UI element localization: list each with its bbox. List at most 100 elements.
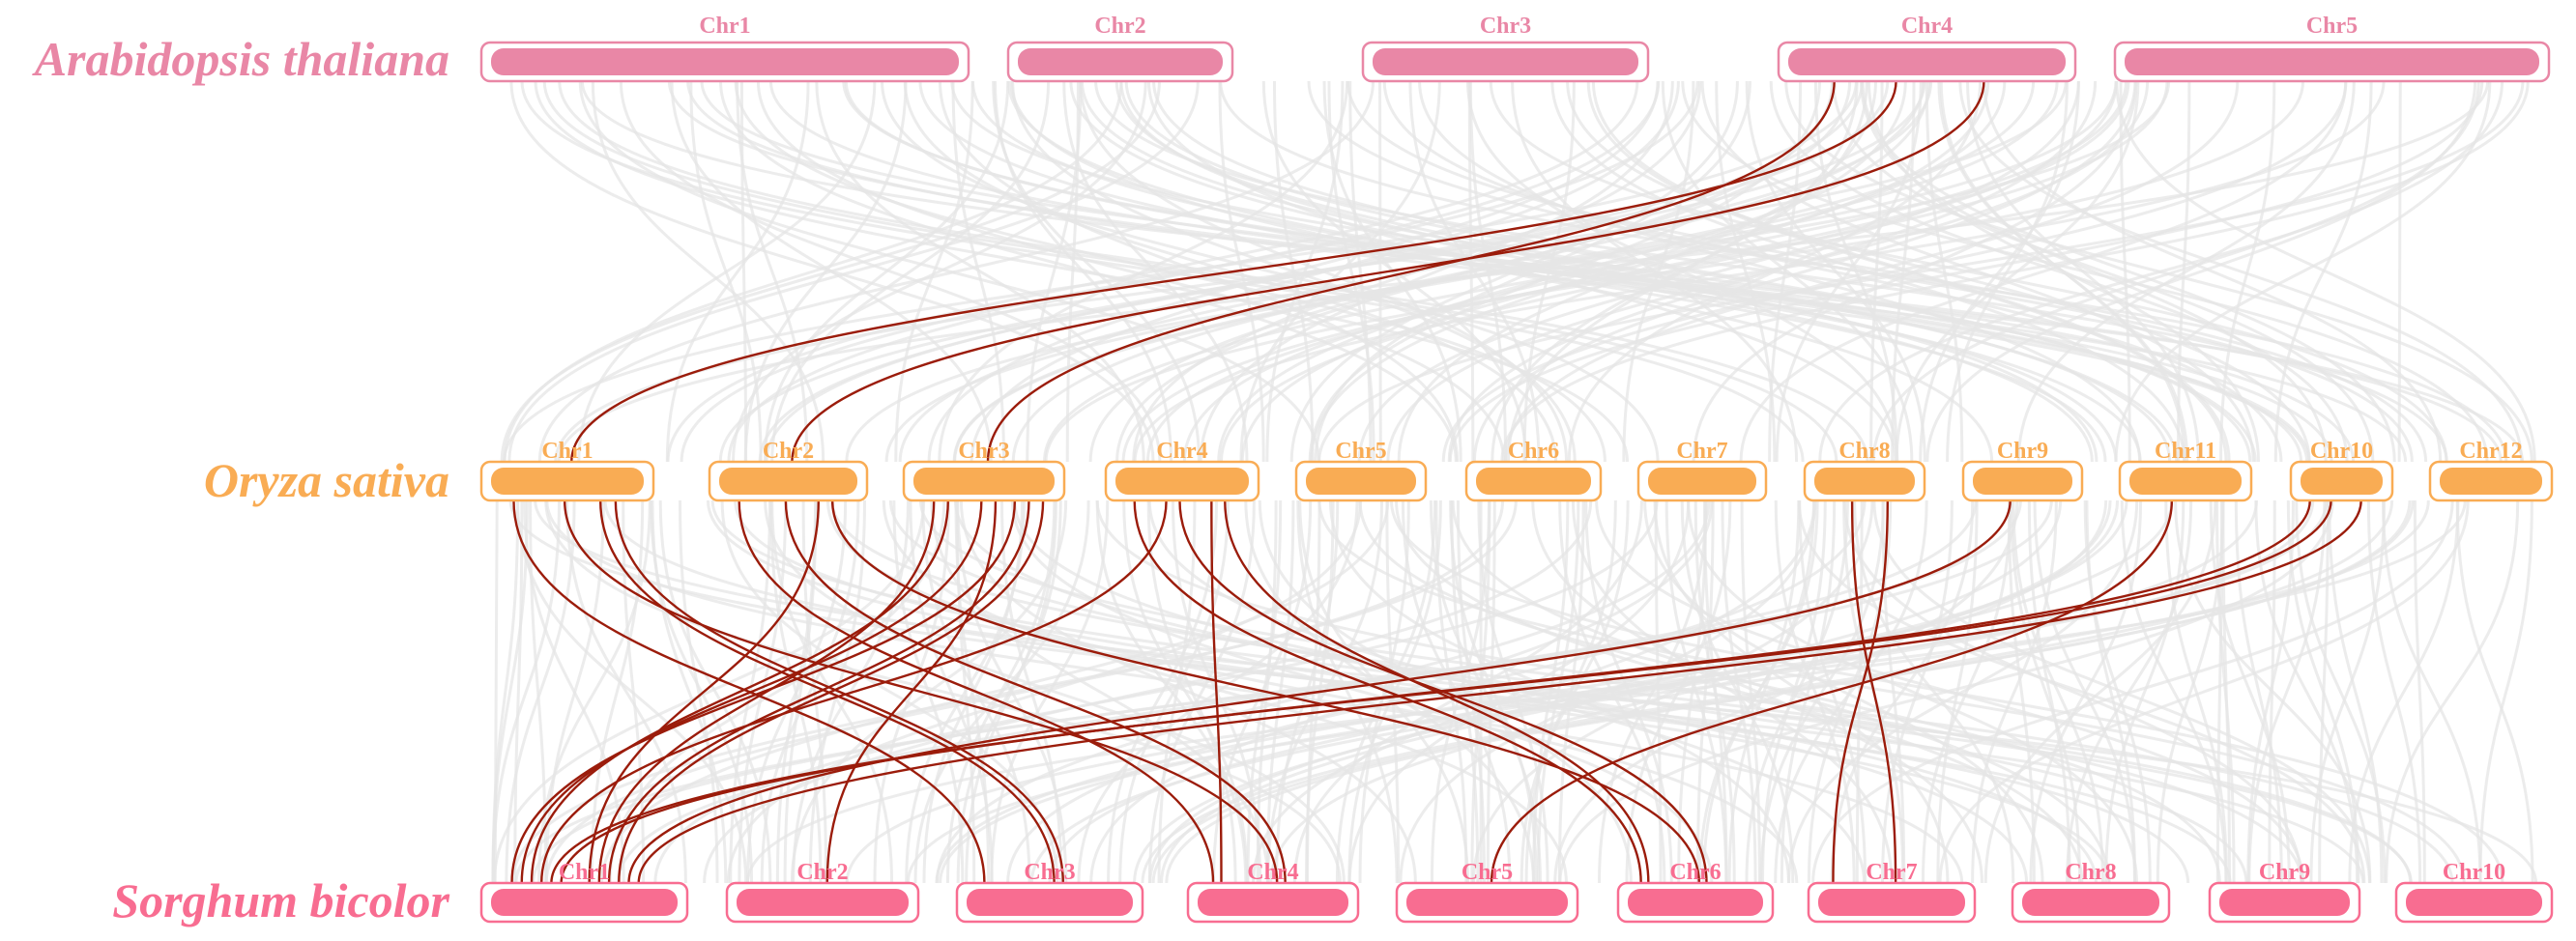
background-link [665,80,810,463]
highlighted-link [825,499,998,884]
background-link [815,80,1145,463]
background-link [1787,499,2139,884]
background-link [1740,499,1761,884]
chromosome-label-sorghum-chr5: Chr5 [1462,860,1513,885]
chromosome-bar-sorghum-chr5 [1406,889,1568,916]
chromosome-bar-oryza-chr12 [2440,468,2542,495]
highlighted-link [520,499,983,884]
highlighted-link [1133,499,1642,884]
background-link [2215,499,2236,884]
background-link [544,499,1342,884]
background-link [1157,499,1197,884]
background-link [1133,80,2386,463]
chromosome-label-arabidopsis-chr3: Chr3 [1480,14,1531,39]
background-link [790,499,1068,884]
background-link [953,80,2059,463]
chromosome-bar-oryza-chr9 [1973,468,2072,495]
chromosome-label-arabidopsis-chr4: Chr4 [1901,14,1953,39]
chromosome-label-oryza-chr5: Chr5 [1335,439,1386,464]
background-link [1441,80,2348,463]
chromosome-label-oryza-chr12: Chr12 [2459,439,2522,464]
background-link [1395,499,2084,884]
background-link [1701,499,1815,884]
chromosome-label-sorghum-chr7: Chr7 [1866,860,1917,885]
background-link [1265,80,1345,463]
background-link [2007,499,2036,884]
background-link [1861,80,2396,463]
background-link [745,499,848,884]
background-link [1654,499,1663,884]
background-link [2177,80,2191,463]
background-link [492,499,926,884]
background-link [1118,499,1230,884]
background-link [700,80,2503,463]
highlighted-link [618,499,1045,884]
background-link [577,80,877,463]
background-link [558,80,1869,463]
background-link [1080,80,2179,463]
background-link [603,499,2232,884]
background-link [1775,80,1923,463]
background-link [2295,499,2387,884]
background-link [1832,80,2375,463]
chromosome-label-oryza-chr6: Chr6 [1508,439,1559,464]
highlighted-link [588,499,820,884]
background-link [727,80,1661,463]
background-link [591,80,825,463]
chromosome-bar-oryza-chr7 [1648,468,1756,495]
highlighted-link [791,80,1985,463]
chromosome-label-sorghum-chr2: Chr2 [796,860,848,885]
background-link [1219,80,2119,463]
background-link [1511,80,1799,463]
background-link [764,499,1346,884]
background-link [507,80,1200,463]
chromosome-label-oryza-chr1: Chr1 [541,439,593,464]
chromosome-label-sorghum-chr9: Chr9 [2259,860,2310,885]
background-link [756,80,1506,463]
background-link [545,499,1964,884]
background-link [1925,80,1964,463]
background-link [2247,499,2327,884]
chromosome-label-sorghum-chr3: Chr3 [1024,860,1075,885]
background-collinear-links [491,80,2538,884]
background-link [1966,80,2200,463]
species-label-sorghum: Sorghum bicolor [112,873,449,927]
background-link [2478,499,2533,884]
highlighted-link [784,499,1287,884]
background-link [2397,80,2402,463]
chromosome-label-oryza-chr7: Chr7 [1676,439,1727,464]
highlighted-link [1832,499,1890,884]
background-link [1378,80,1382,463]
background-link [736,80,809,463]
background-link [726,499,1363,884]
background-link [2115,80,2536,463]
chromosome-label-oryza-chr3: Chr3 [958,439,1009,464]
background-link [2455,499,2534,884]
highlighted-link [637,499,2362,884]
background-link [2254,499,2359,884]
background-link [564,499,687,884]
background-link [765,80,1864,463]
background-link [2309,499,2386,884]
background-link [703,499,1593,884]
background-link [770,80,1051,463]
chromosome-bar-sorghum-chr9 [2219,889,2350,916]
background-link [1386,80,2150,463]
background-link [2174,499,2372,884]
highlighted-link [598,499,1056,884]
background-link [1830,499,1975,884]
chromosome-bar-oryza-chr3 [913,468,1055,495]
background-link [1661,80,1914,463]
background-link [2385,499,2520,884]
chromosome-bar-oryza-chr6 [1476,468,1591,495]
highlighted-link [539,499,1168,884]
chromosome-bar-oryza-chr5 [1306,468,1416,495]
highlighted-link [530,499,950,884]
background-link [1385,499,1401,884]
background-link [2348,499,2460,884]
background-link [2114,80,2492,463]
background-link [951,80,1006,463]
chromosome-label-sorghum-chr8: Chr8 [2065,860,2116,885]
background-link [2016,80,2356,463]
